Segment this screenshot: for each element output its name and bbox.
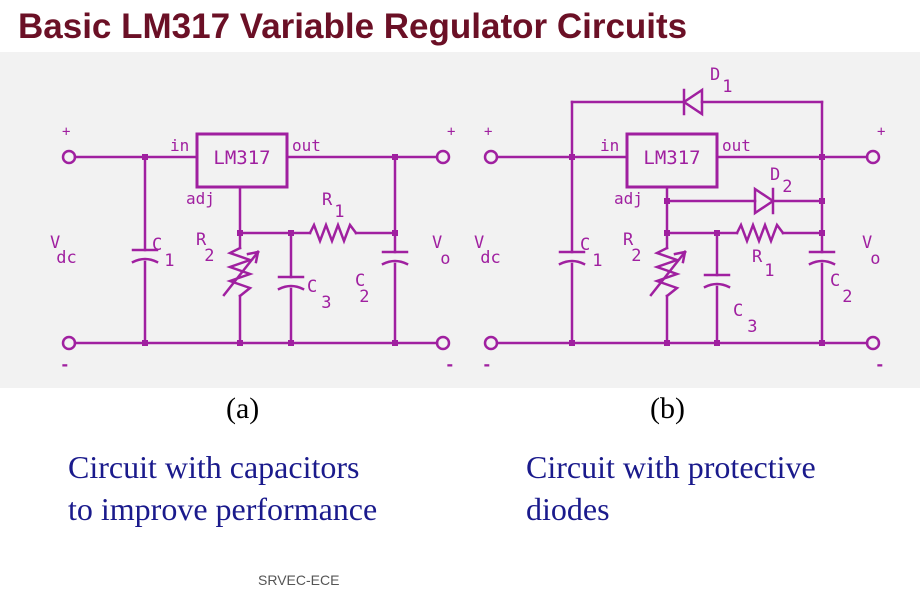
description-a: Circuit with capacitors to improve perfo… (68, 446, 377, 530)
circuit-b-c1-capacitor-symbol (558, 250, 586, 266)
circuit-a-minus-out: - (445, 355, 455, 374)
circuit-b-d2-label: D2 (770, 165, 793, 197)
circuit-a-plus-out: + (447, 124, 455, 140)
circuit-a-r1-label: R1 (322, 190, 345, 222)
footer-label: SRVEC-ECE (258, 572, 340, 588)
circuit-a-c3-capacitor-symbol (277, 275, 305, 291)
caption-a: (a) (226, 392, 260, 425)
description-b-line1: Circuit with protective (526, 449, 816, 485)
circuit-a-minus-in: - (60, 355, 70, 374)
circuit-b-minus-in: - (482, 355, 492, 374)
circuit-diagrams: LM317 in out adj + + - - Vdc Vo C1 R2 R1… (50, 65, 885, 374)
circuit-a-c1-capacitor-symbol (131, 248, 159, 264)
circuit-b-in-label: in (600, 136, 619, 155)
circuit-a-plus-in: + (62, 124, 70, 140)
circuit-a-in-label: in (170, 136, 189, 155)
circuit-a-out-label: out (292, 136, 321, 155)
junction-dots (142, 154, 825, 346)
description-b-line2: diodes (526, 491, 610, 527)
circuit-a-panel (0, 52, 464, 388)
circuit-a-wires (73, 155, 439, 345)
circuit-b-lm317-block (625, 132, 719, 189)
circuit-b-out-label: out (722, 136, 751, 155)
caption-b: (b) (650, 392, 685, 425)
circuit-b-d2-diode-symbol (753, 186, 776, 216)
slide-title: Basic LM317 Variable Regulator Circuits (18, 7, 688, 46)
description-a-line2: to improve performance (68, 491, 378, 527)
circuit-a-r2-potentiometer-symbol (222, 246, 260, 298)
circuit-b-adj-label: adj (614, 189, 643, 208)
circuit-b-c1-label: C1 (580, 235, 603, 271)
circuit-a-lm317-label: LM317 (213, 147, 270, 169)
circuit-a-adj-label: adj (186, 189, 215, 208)
circuit-b-terminals (483, 149, 881, 351)
circuit-b-r1-label: R1 (752, 247, 775, 281)
circuit-a-c3-label: C3 (307, 277, 332, 313)
circuit-b-wires (495, 100, 869, 345)
circuit-b-r2-potentiometer-symbol (649, 246, 687, 298)
circuit-b-plus-in: + (484, 124, 492, 140)
circuit-b-lm317-label: LM317 (643, 147, 700, 169)
circuit-b-minus-out: - (875, 355, 885, 374)
circuit-a-c1-label: C1 (152, 235, 175, 271)
circuit-a-c2-capacitor-symbol (381, 250, 409, 266)
circuit-b-plus-out: + (877, 124, 885, 140)
circuit-a-lm317-block (195, 132, 289, 189)
circuit-a-terminals (61, 149, 451, 351)
circuit-a-r1-resistor-symbol (308, 221, 358, 245)
description-a-line1: Circuit with capacitors (68, 449, 360, 485)
circuit-b-d1-label: D1 (710, 65, 733, 97)
circuit-b-c3-label: C3 (733, 301, 758, 337)
circuit-b-c3-capacitor-symbol (703, 273, 731, 289)
circuit-b-c2-label: C2 (830, 271, 853, 307)
circuit-b-d1-diode-symbol (681, 87, 704, 117)
circuit-b-r1-resistor-symbol (735, 221, 785, 245)
circuit-b-c2-capacitor-symbol (808, 250, 836, 266)
description-b: Circuit with protective diodes (526, 446, 816, 530)
